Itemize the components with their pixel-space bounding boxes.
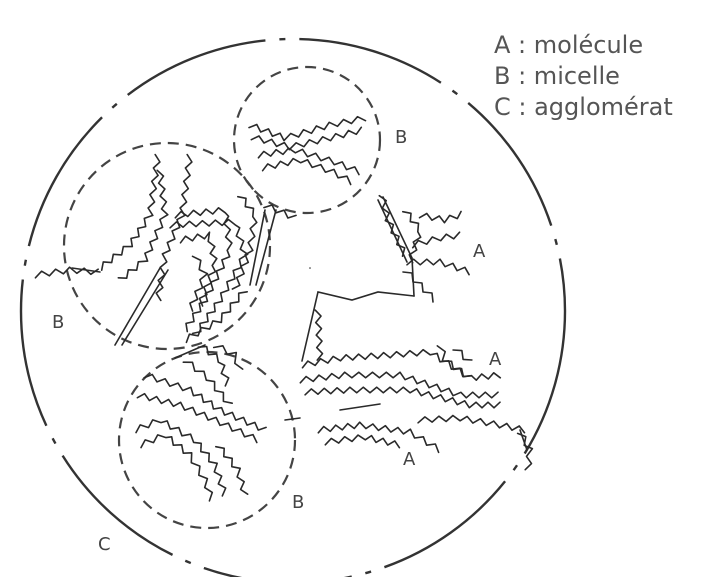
label-b-top: B [395,127,407,148]
molecule-chain-5 [102,155,160,271]
molecule-chain-20 [136,420,226,496]
molecule-chain-28 [407,259,469,275]
molecule-chain-4 [263,159,351,185]
molecule-chain-32 [305,387,500,408]
legend-item-molecule: A : molécule [494,30,673,61]
label-c: C [98,534,111,555]
molecule-chain-6 [118,170,168,278]
molecule-chain-35 [453,350,472,360]
molecule-chain-25 [403,212,421,263]
molecule-chain-37 [325,435,399,448]
molecule-bonds [72,197,527,450]
molecule-chain-13 [186,292,247,343]
label-b-left: B [52,312,64,333]
label-a-right-middle: A [489,349,502,370]
label-b-bottom: B [292,492,304,513]
molecule-chain-38 [418,416,524,433]
label-a-right-upper: A [473,241,486,262]
micelle-circle-left [64,143,270,349]
micelle-circle-top [234,67,380,213]
molecule-chain-29 [403,272,433,302]
molecule-chain-12 [232,197,256,289]
legend-item-agglomerate: C : agglomérat [494,92,673,123]
label-a-bottom: A [403,449,416,470]
molecule-chain-33 [315,310,322,360]
legend-item-micelle: B : micelle [494,61,673,92]
legend: A : molécule B : micelle C : agglomérat [494,30,673,123]
molecule-chain-26 [420,211,462,222]
molecule-chain-22 [216,447,248,495]
molecule-chains [35,117,532,501]
molecule-chain-1 [249,117,366,141]
molecule-chain-17 [137,394,256,443]
molecule-chain-19 [183,362,232,403]
molecule-chain-36 [318,422,438,452]
